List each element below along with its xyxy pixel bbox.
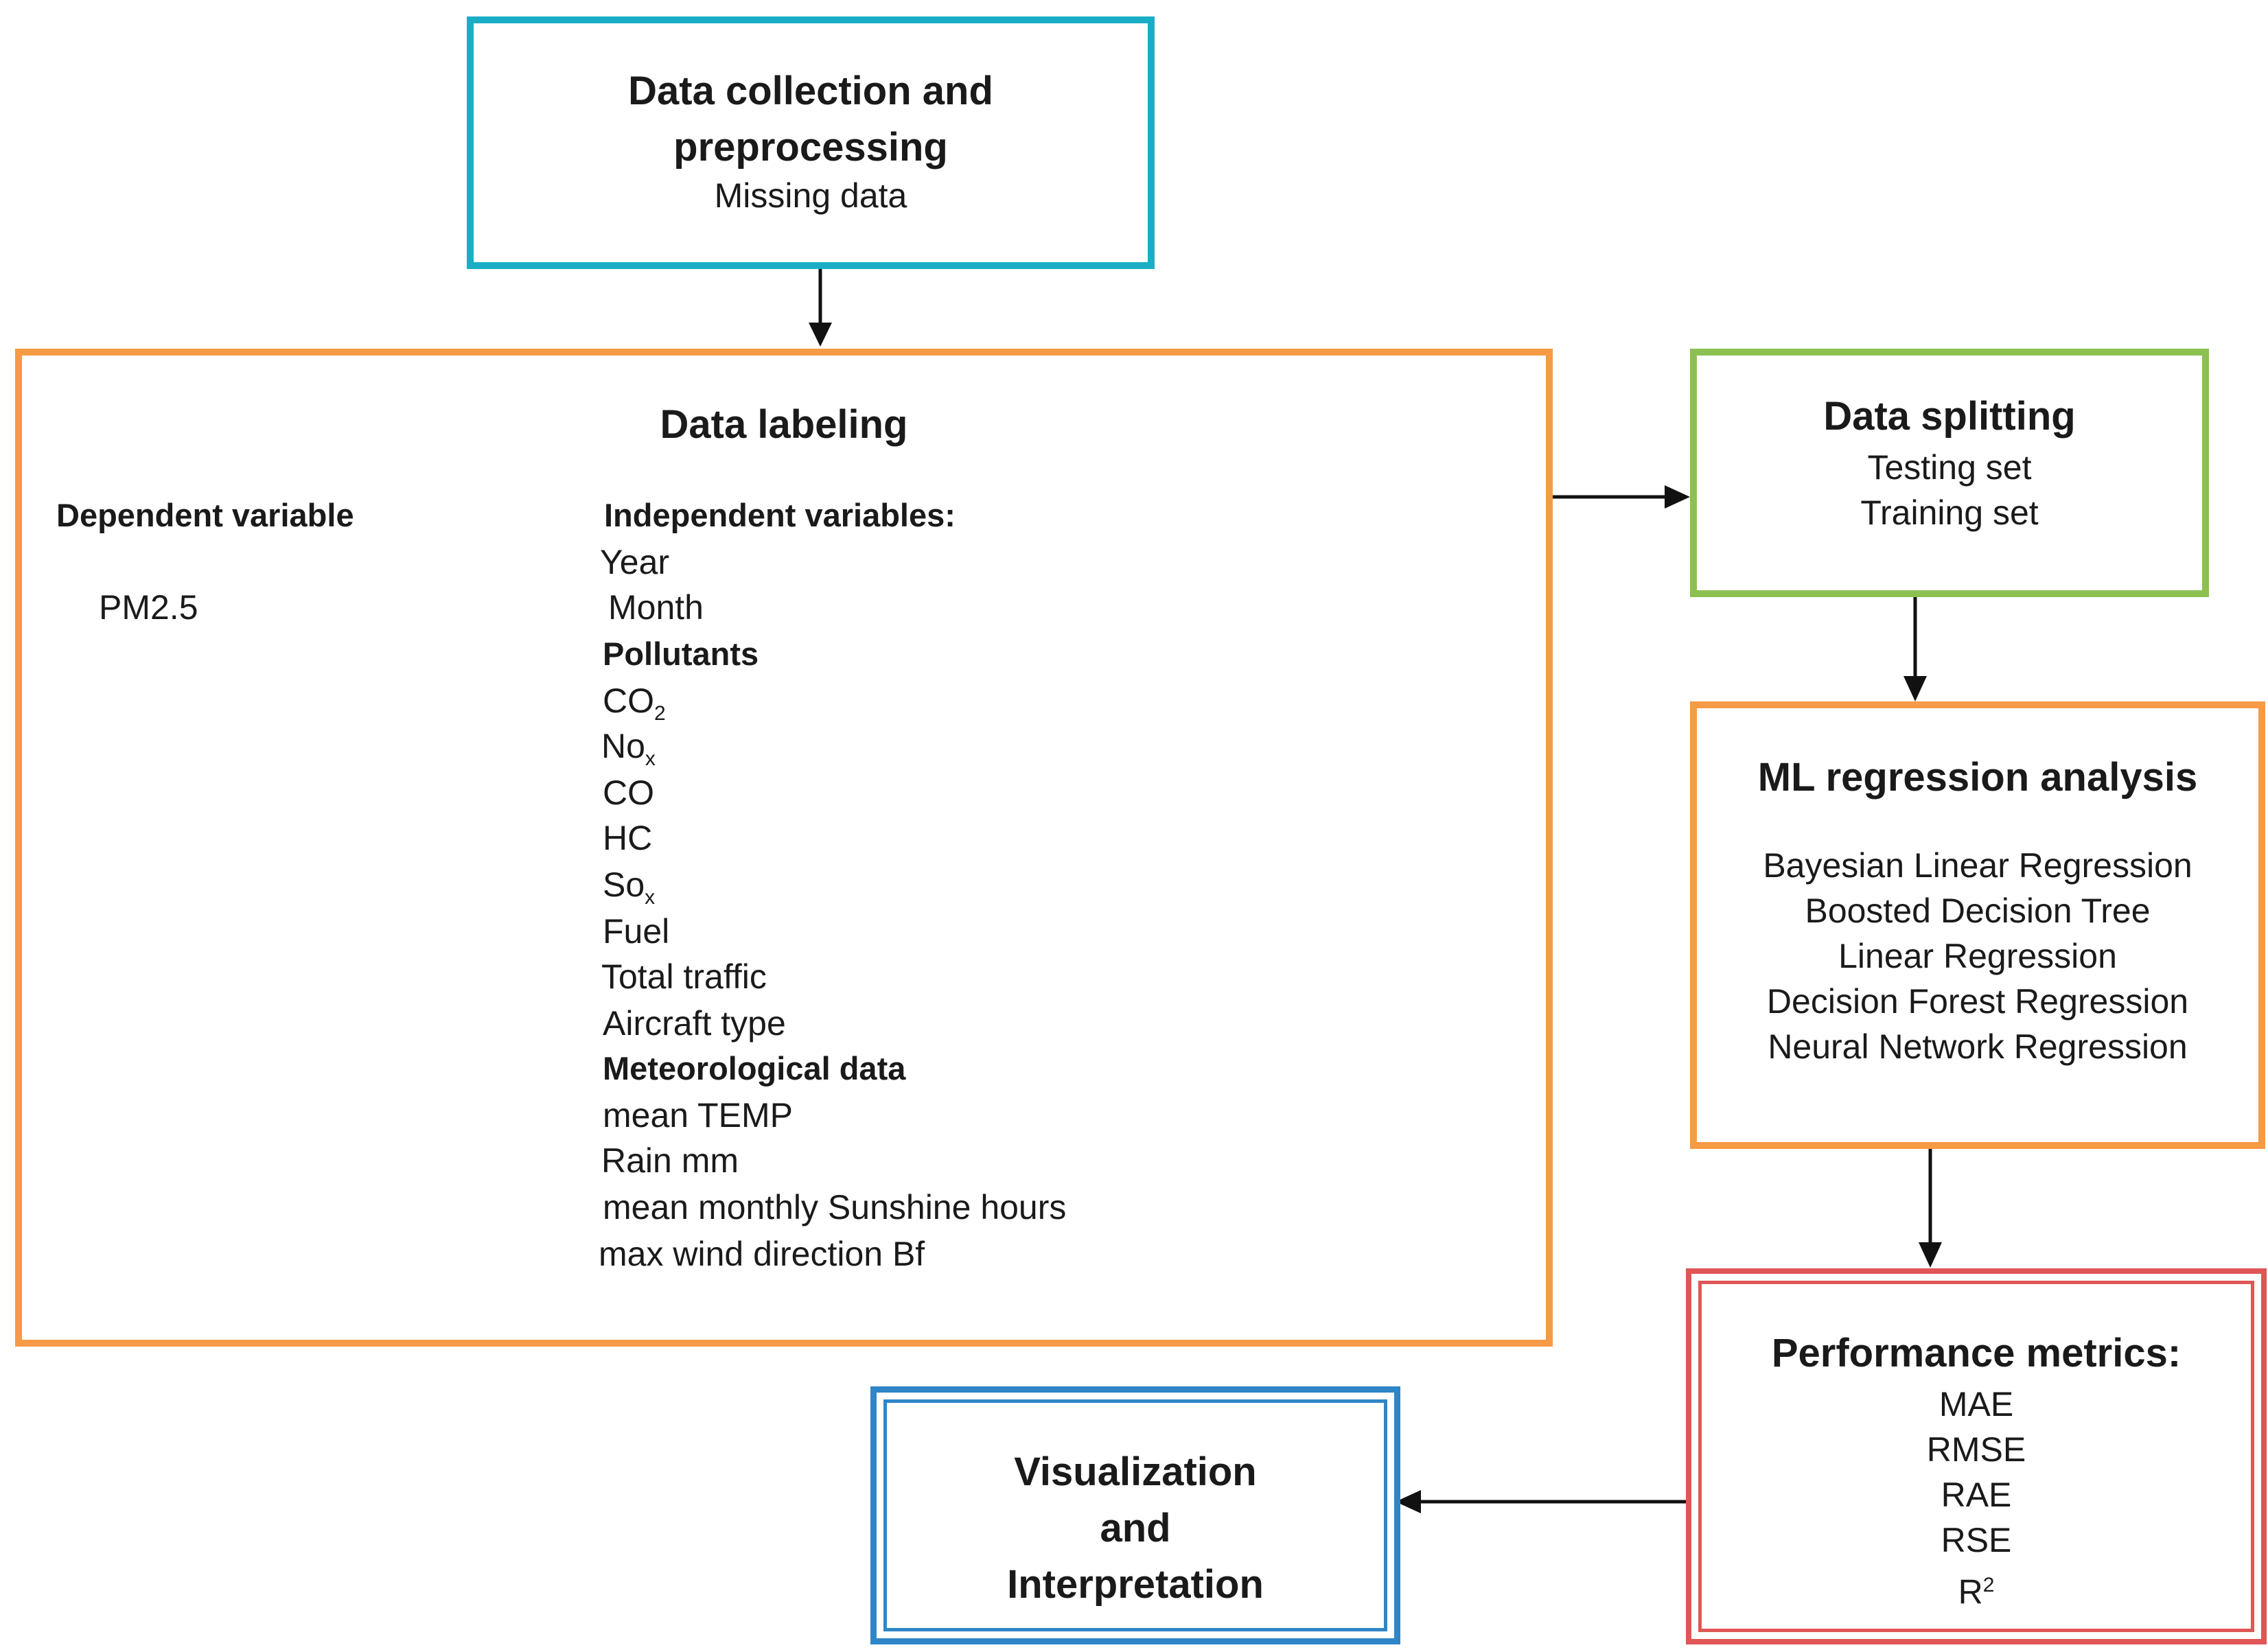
ml-item-neural-network: Neural Network Regression — [1768, 1027, 2188, 1066]
meteorological-heading: Meteorological data — [603, 1050, 906, 1086]
ml-item-boosted-tree: Boosted Decision Tree — [1805, 892, 2151, 930]
ml-regression-box: ML regression analysis Bayesian Linear R… — [1690, 701, 2265, 1149]
var-month: Month — [608, 588, 704, 627]
performance-metrics-inner: Performance metrics: MAE RMSE RAE RSE R2 — [1698, 1281, 2254, 1632]
data-splitting-item-testing: Testing set — [1867, 448, 2032, 487]
metric-rae: RAE — [1941, 1476, 2012, 1514]
data-collection-subtitle: Missing data — [714, 176, 907, 215]
metric-rse: RSE — [1941, 1521, 2012, 1559]
visualization-line3: Interpretation — [1007, 1562, 1264, 1607]
var-aircraft-type: Aircraft type — [603, 1004, 786, 1043]
var-year: Year — [600, 543, 670, 581]
var-sox: Sox — [603, 862, 655, 920]
var-nox: Nox — [601, 723, 656, 782]
metric-rmse: RMSE — [1926, 1430, 2026, 1469]
data-collection-box: Data collection and preprocessing Missin… — [467, 16, 1155, 269]
independent-variables-heading: Independent variables: — [604, 497, 956, 533]
metric-mae: MAE — [1939, 1385, 2014, 1423]
visualization-line2: and — [1100, 1506, 1171, 1550]
visualization-box: Visualization and Interpretation — [870, 1386, 1400, 1644]
var-fuel: Fuel — [603, 912, 670, 951]
performance-metrics-box: Performance metrics: MAE RMSE RAE RSE R2 — [1686, 1268, 2267, 1644]
var-hc: HC — [603, 819, 653, 857]
var-sox-sub: x — [645, 886, 656, 909]
data-splitting-item-training: Training set — [1860, 493, 2039, 532]
var-wind: max wind direction Bf — [599, 1235, 925, 1273]
data-labeling-title: Data labeling — [660, 402, 908, 447]
ml-item-decision-forest: Decision Forest Regression — [1766, 982, 2189, 1021]
var-co: CO — [603, 773, 654, 812]
metric-r2-sup: 2 — [1982, 1574, 1995, 1596]
pollutants-heading: Pollutants — [603, 636, 759, 672]
data-collection-title-line1: Data collection and — [628, 69, 993, 113]
var-nox-sub: x — [645, 747, 656, 770]
var-co2: CO2 — [603, 678, 666, 736]
ml-regression-title: ML regression analysis — [1757, 755, 2198, 800]
performance-metrics-title: Performance metrics: — [1771, 1331, 2182, 1375]
dependent-variable-heading: Dependent variable — [56, 497, 354, 533]
ml-item-bayesian: Bayesian Linear Regression — [1763, 846, 2192, 885]
var-sunshine: mean monthly Sunshine hours — [603, 1188, 1067, 1226]
var-nox-base: No — [601, 727, 645, 765]
dependent-variable-value: PM2.5 — [99, 588, 198, 627]
data-splitting-title: Data splitting — [1823, 394, 2076, 439]
data-splitting-box: Data splitting Testing set Training set — [1690, 349, 2209, 597]
var-mean-temp: mean TEMP — [603, 1096, 793, 1135]
var-total-traffic: Total traffic — [601, 957, 767, 996]
metric-r2: R2 — [1702, 1563, 2251, 1615]
ml-item-linear: Linear Regression — [1838, 937, 2117, 975]
var-rain: Rain mm — [601, 1141, 739, 1180]
visualization-line1: Visualization — [1014, 1450, 1257, 1494]
metric-r2-base: R — [1958, 1572, 1983, 1612]
var-co2-sub: 2 — [654, 702, 666, 725]
data-labeling-box: Data labeling Dependent variable PM2.5 I… — [15, 349, 1553, 1347]
data-collection-title-line2: preprocessing — [673, 125, 948, 170]
visualization-inner: Visualization and Interpretation — [883, 1399, 1387, 1631]
var-sox-base: So — [603, 865, 645, 904]
var-co2-base: CO — [603, 682, 654, 720]
